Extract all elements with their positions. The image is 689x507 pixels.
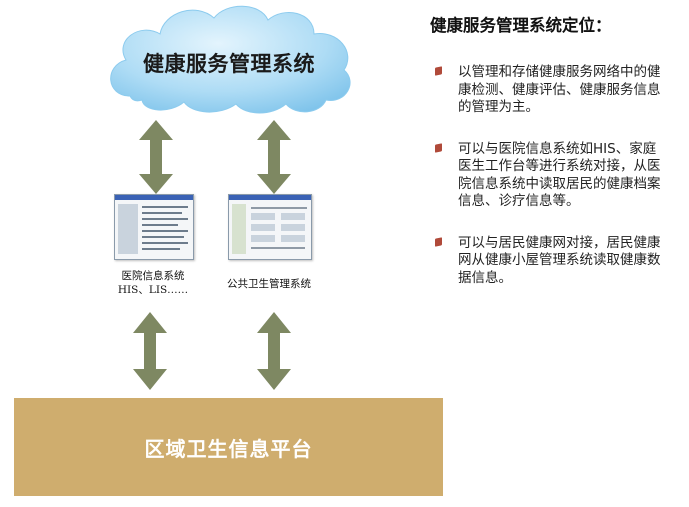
platform-label: 区域卫生信息平台	[144, 436, 313, 461]
cloud-title: 健康服务管理系统	[143, 52, 315, 76]
double-arrow-icon	[139, 120, 173, 194]
double-arrow-icon	[257, 120, 291, 194]
hospital-system-screenshot	[114, 194, 194, 260]
list-item-text: 可以与居民健康网对接，居民健康网从健康小屋管理系统读取健康数据信息。	[458, 234, 661, 286]
list-item: 可以与医院信息系统如HIS、家庭医生工作台等进行系统对接，从医院信息系统中读取居…	[432, 141, 664, 211]
positioning-list: 以管理和存储健康服务网络中的健康检测、健康评估、健康服务信息的管理为主。 可以与…	[432, 64, 664, 287]
list-item-text: 以管理和存储健康服务网络中的健康检测、健康评估、健康服务信息的管理为主。	[458, 64, 661, 115]
hospital-system-name: 医院信息系统	[121, 270, 185, 282]
list-item-text: 可以与医院信息系统如HIS、家庭医生工作台等进行系统对接，从医院信息系统中读取居…	[458, 140, 661, 210]
regional-health-platform: 区域卫生信息平台	[14, 398, 443, 496]
double-arrow-icon	[257, 312, 291, 390]
hospital-system-label: 医院信息系统 HIS、LIS……	[103, 269, 203, 297]
public-health-system-label: 公共卫生管理系统	[227, 278, 311, 290]
bullet-icon	[435, 66, 442, 76]
list-item: 可以与居民健康网对接，居民健康网从健康小屋管理系统读取健康数据信息。	[432, 235, 664, 288]
list-item: 以管理和存储健康服务网络中的健康检测、健康评估、健康服务信息的管理为主。	[432, 64, 664, 117]
hospital-system-sub: HIS、LIS……	[117, 284, 189, 296]
bullet-icon	[435, 236, 442, 247]
double-arrow-icon	[133, 312, 167, 390]
positioning-title: 健康服务管理系统定位：	[430, 16, 612, 35]
bullet-icon	[435, 142, 442, 153]
cloud-shape: 健康服务管理系统	[100, 0, 358, 118]
public-health-system-screenshot	[228, 194, 312, 260]
